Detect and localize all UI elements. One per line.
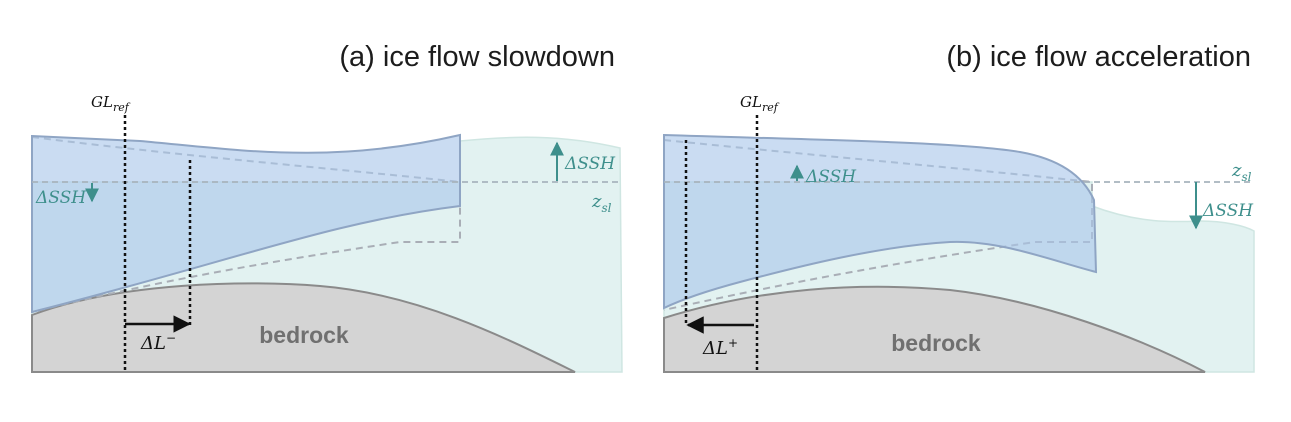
- panel-b-title: (b) ice flow acceleration: [946, 41, 1251, 73]
- ice-sheet: [31, 133, 461, 314]
- delta-l-label: ΔL+: [702, 336, 738, 359]
- ice-sheet: [663, 133, 1098, 310]
- panel-a: (a) ice flow slowdown GLref ΔSSH ΔSSH zs…: [31, 41, 623, 373]
- ssh-up-label: ΔSSH: [805, 167, 857, 187]
- zsl-label: zsl: [591, 191, 612, 215]
- panel-b: (b) ice flow acceleration GLref ΔSSH ΔSS…: [663, 41, 1255, 373]
- gl-ref-label: GLref: [740, 93, 780, 114]
- panel-a-title: (a) ice flow slowdown: [339, 41, 615, 73]
- delta-l-label: ΔL−: [140, 331, 176, 354]
- bedrock-shape: [31, 282, 576, 373]
- bedrock-label: bedrock: [891, 330, 981, 356]
- ssh-up-label: ΔSSH: [564, 154, 616, 174]
- ssh-down-label: ΔSSH: [1202, 201, 1254, 221]
- zsl-label: zsl: [1231, 160, 1252, 184]
- ssh-down-label: ΔSSH: [35, 188, 87, 208]
- bedrock-label: bedrock: [259, 322, 349, 348]
- gl-ref-label: GLref: [91, 93, 131, 114]
